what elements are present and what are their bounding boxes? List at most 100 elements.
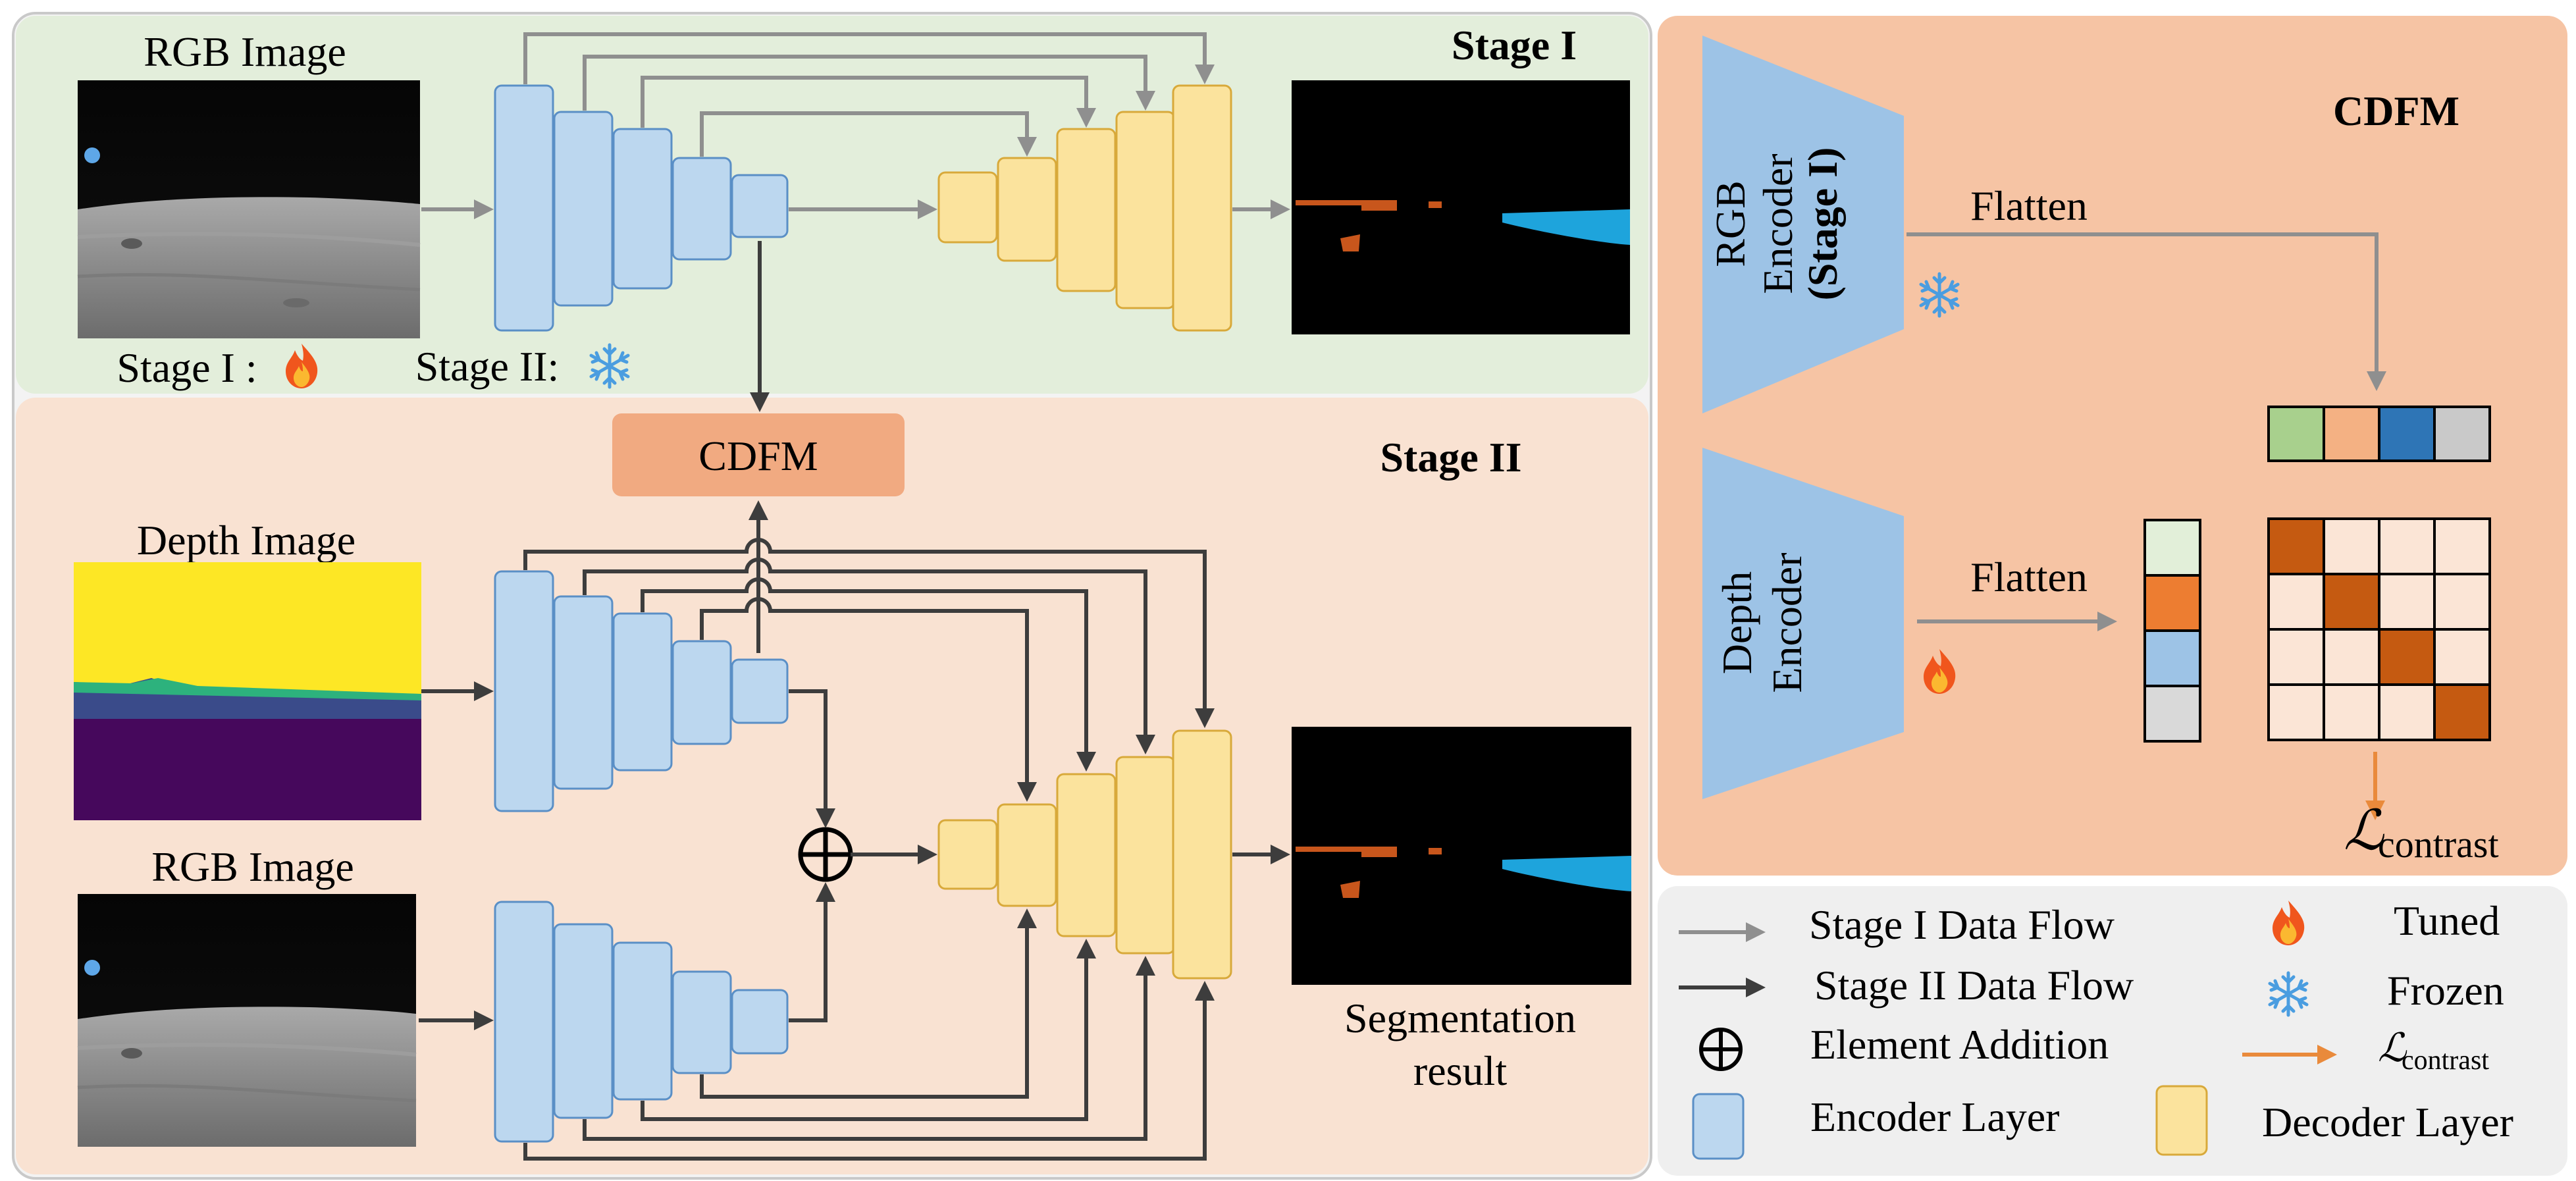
stage1-input-label: RGB Image bbox=[144, 28, 346, 75]
depth-encoder-label-line2: Encoder bbox=[1764, 552, 1810, 693]
stage2-title: Stage II bbox=[1380, 434, 1521, 481]
stage1-title: Stage I bbox=[1452, 22, 1577, 68]
rgb-feature-vector bbox=[2267, 406, 2491, 462]
segmentation-result-label-line2: result bbox=[1413, 1047, 1507, 1094]
similarity-matrix-cell bbox=[2378, 628, 2436, 686]
stage2-decoder-layer-1 bbox=[937, 819, 998, 890]
legend-loss-subscript: contrast bbox=[2402, 1045, 2489, 1076]
stage2-rgb-encoder-layer-2 bbox=[553, 923, 614, 1119]
stage2-status-label: Stage II: bbox=[415, 343, 560, 390]
stage2-rgb-encoder-layer-3 bbox=[612, 941, 673, 1101]
legend-element-addition: Element Addition bbox=[1810, 1021, 2109, 1068]
rgb-feature-cell bbox=[2323, 406, 2380, 462]
stage1-segmentation-output bbox=[1292, 80, 1630, 334]
stage1-encoder bbox=[494, 84, 789, 332]
similarity-matrix-cell bbox=[2267, 517, 2325, 575]
depth-feature-cell bbox=[2143, 685, 2201, 743]
stage2-decoder-layer-3 bbox=[1056, 773, 1117, 937]
flatten-arrow-rgb bbox=[1906, 232, 2386, 391]
similarity-matrix-cell bbox=[2323, 573, 2380, 631]
rgb-feature-cell bbox=[2433, 406, 2491, 462]
stage2-decoder-layer-4 bbox=[1115, 756, 1176, 955]
similarity-matrix-cell bbox=[2323, 517, 2380, 575]
circled-plus-icon bbox=[798, 827, 853, 882]
stage2-flow-arrows bbox=[419, 500, 1290, 1161]
legend-stage1-flow: Stage I Data Flow bbox=[1809, 901, 2115, 948]
rgb-encoder-label-line1: RGB bbox=[1707, 180, 1754, 267]
similarity-matrix-cell bbox=[2267, 573, 2325, 631]
stage1-flow-arrows bbox=[421, 32, 1290, 412]
stage1-decoder-layer-5 bbox=[1172, 84, 1232, 332]
similarity-matrix-cell bbox=[2323, 683, 2380, 741]
flatten-label-bottom: Flatten bbox=[1970, 554, 2088, 600]
legend-stage2-flow: Stage II Data Flow bbox=[1814, 962, 2134, 1009]
stage1-encoder-layer-3 bbox=[612, 128, 673, 290]
stage2-panel bbox=[16, 398, 1648, 1174]
legend-loss-symbol: ℒ bbox=[2378, 1026, 2407, 1070]
rgb-encoder-label-line3: (Stage I) bbox=[1799, 147, 1846, 301]
depth-feature-cell bbox=[2143, 519, 2201, 577]
legend-encoder-layer: Encoder Layer bbox=[1810, 1093, 2059, 1140]
depth-encoder-layer-4 bbox=[671, 640, 732, 745]
contrast-loss-symbol: ℒ bbox=[2344, 800, 2384, 862]
rgb-feature-cell bbox=[2267, 406, 2325, 462]
stage2-rgb-encoder bbox=[494, 901, 789, 1143]
depth-feature-vector bbox=[2143, 519, 2201, 743]
legend-frozen: Frozen bbox=[2387, 967, 2504, 1014]
contrast-loss-subscript: contrast bbox=[2378, 823, 2499, 866]
stage1-encoder-layer-4 bbox=[671, 157, 732, 261]
similarity-matrix-cell bbox=[2433, 683, 2491, 741]
depth-encoder-layer-3 bbox=[612, 612, 673, 772]
stage2-decoder-layer-5 bbox=[1172, 729, 1232, 980]
segmentation-result-label-line1: Segmentation bbox=[1344, 995, 1576, 1041]
stage1-encoder-layer-1 bbox=[494, 84, 554, 332]
legend-decoder-swatch bbox=[2155, 1085, 2208, 1156]
stage1-decoder-layer-4 bbox=[1115, 111, 1176, 309]
rgb-feature-cell bbox=[2378, 406, 2436, 462]
cdfm-module bbox=[612, 413, 905, 496]
similarity-matrix-cell bbox=[2378, 573, 2436, 631]
similarity-matrix-cell bbox=[2323, 628, 2380, 686]
similarity-matrix-cell bbox=[2433, 517, 2491, 575]
legend-encoder-swatch bbox=[1692, 1093, 1745, 1160]
rgb-encoder-label-line2: Encoder bbox=[1754, 153, 1801, 294]
legend-addition-icon bbox=[1699, 1028, 1743, 1071]
stage1-rgb-image bbox=[77, 80, 421, 338]
depth-encoder-label-line1: Depth bbox=[1714, 571, 1760, 674]
legend-tuned: Tuned bbox=[2394, 897, 2500, 944]
similarity-matrix-cell bbox=[2433, 573, 2491, 631]
depth-encoder-layer-2 bbox=[553, 595, 614, 790]
depth-encoder-trapezoid bbox=[1702, 448, 1904, 799]
stage2-rgb-encoder-layer-4 bbox=[671, 970, 732, 1074]
depth-encoder bbox=[494, 570, 789, 812]
stage1-encoder-layer-2 bbox=[553, 111, 614, 307]
similarity-matrix-cell bbox=[2433, 628, 2491, 686]
similarity-matrix-cell bbox=[2378, 683, 2436, 741]
stage2-rgb-image-label: RGB Image bbox=[151, 843, 354, 890]
stage1-decoder-layer-3 bbox=[1056, 128, 1117, 292]
flatten-label-top: Flatten bbox=[1970, 182, 2088, 229]
stage1-panel bbox=[16, 16, 1648, 394]
similarity-matrix-cell bbox=[2267, 683, 2325, 741]
stage1-decoder bbox=[937, 84, 1232, 332]
cdfm-module-label: CDFM bbox=[698, 433, 818, 479]
stage2-rgb-encoder-layer-5 bbox=[731, 989, 789, 1055]
legend-decoder-layer: Decoder Layer bbox=[2262, 1099, 2513, 1145]
stage1-status-label: Stage I : bbox=[117, 344, 257, 391]
depth-encoder-layer-5 bbox=[731, 658, 789, 724]
similarity-matrix bbox=[2267, 517, 2491, 741]
segmentation-result-image bbox=[1292, 727, 1631, 985]
stage2-decoder bbox=[937, 729, 1232, 980]
stage2-decoder-layer-2 bbox=[997, 803, 1057, 907]
rgb-encoder-trapezoid bbox=[1702, 36, 1904, 413]
stage2-rgb-image bbox=[77, 894, 417, 1147]
stage1-encoder-layer-5 bbox=[731, 174, 789, 238]
similarity-matrix-cell bbox=[2378, 517, 2436, 575]
legend: Stage I Data Flow Stage II Data Flow Ele… bbox=[1679, 897, 2513, 1160]
similarity-matrix-cell bbox=[2267, 628, 2325, 686]
depth-encoder-layer-1 bbox=[494, 570, 554, 812]
depth-image bbox=[74, 562, 421, 820]
stage1-decoder-layer-1 bbox=[937, 171, 998, 244]
stage1-decoder-layer-2 bbox=[997, 157, 1057, 262]
